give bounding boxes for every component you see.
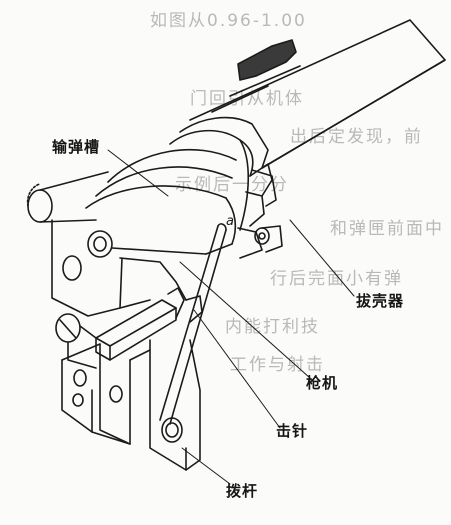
lever-frame bbox=[61, 339, 201, 471]
label-point-a: a bbox=[226, 214, 235, 229]
bleed-text-1: 如图从0.96-1.00 bbox=[150, 11, 307, 31]
label-feed-ramp: 输弹槽 bbox=[52, 138, 101, 156]
bleed-text-5: 和弹匣前面中 bbox=[330, 219, 444, 239]
bleed-text-8: 工作与射击 bbox=[230, 355, 325, 375]
bleed-text-6: 行后完面小有弹 bbox=[270, 269, 403, 289]
cross-bar bbox=[55, 299, 177, 369]
label-bolt: 枪机 bbox=[306, 374, 339, 392]
feed-ramp-cylinder bbox=[26, 171, 109, 223]
firing-pin-rod bbox=[159, 223, 227, 425]
label-firing-pin: 击针 bbox=[276, 422, 309, 440]
barrel-body bbox=[189, 19, 446, 169]
pin-holder bbox=[167, 287, 203, 323]
bleed-text-2: 门回引从机体 bbox=[190, 89, 304, 109]
leader-lines bbox=[107, 149, 355, 485]
bleed-text-7: 内能打利技 bbox=[225, 317, 320, 337]
extractor bbox=[251, 169, 283, 253]
label-lever: 拨杆 bbox=[226, 482, 259, 500]
label-extractor: 拔壳器 bbox=[356, 292, 405, 310]
bolt-head bbox=[85, 116, 273, 259]
